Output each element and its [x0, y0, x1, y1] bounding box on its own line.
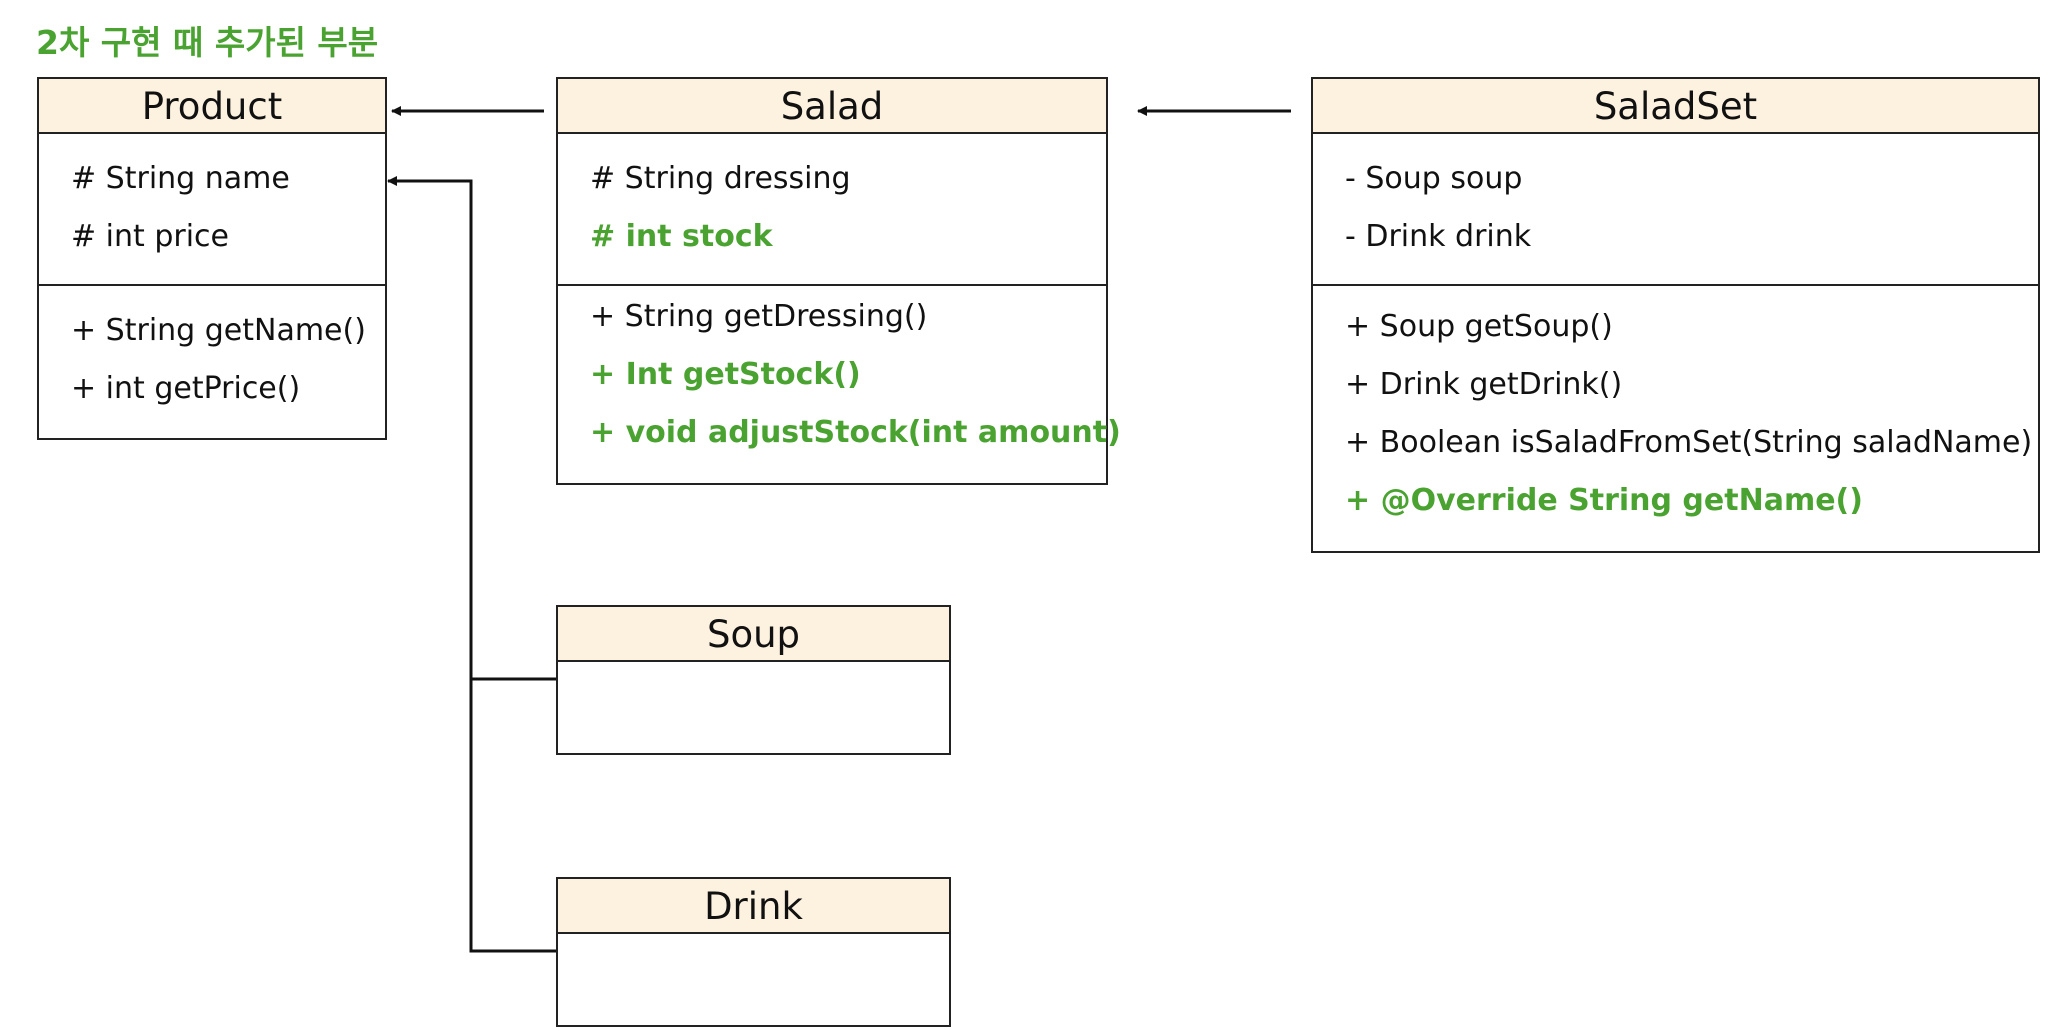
- product-attr-price: # int price: [71, 219, 229, 254]
- legend-note: 2차 구현 때 추가된 부분: [36, 23, 379, 62]
- class-product: Product # String name # int price + Stri…: [37, 77, 387, 440]
- class-drink: Drink: [556, 877, 951, 1027]
- class-saladset-name: SaladSet: [1313, 79, 2038, 134]
- saladset-method-getname-override: + @Override String getName(): [1345, 483, 1863, 518]
- saladset-method-getsoup: + Soup getSoup(): [1345, 309, 1613, 344]
- saladset-divider: [1313, 284, 2038, 286]
- class-soup-name: Soup: [558, 607, 949, 662]
- salad-method-getstock: + Int getStock(): [590, 357, 861, 392]
- product-attr-name: # String name: [71, 161, 290, 196]
- saladset-method-getdrink: + Drink getDrink(): [1345, 367, 1623, 402]
- class-salad-name: Salad: [558, 79, 1106, 134]
- saladset-attr-soup: - Soup soup: [1345, 161, 1523, 196]
- salad-attr-dressing: # String dressing: [590, 161, 851, 196]
- salad-divider: [558, 284, 1106, 286]
- product-method-getname: + String getName(): [71, 313, 366, 348]
- class-drink-name: Drink: [558, 879, 949, 934]
- class-soup: Soup: [556, 605, 951, 755]
- salad-method-adjuststock: + void adjustStock(int amount): [590, 415, 1121, 450]
- arrow-soup-drink-to-product: [387, 176, 556, 953]
- class-salad: Salad # String dressing # int stock + St…: [556, 77, 1121, 485]
- saladset-attr-drink: - Drink drink: [1345, 219, 1532, 254]
- product-method-getprice: + int getPrice(): [71, 371, 301, 406]
- salad-method-getdressing: + String getDressing(): [590, 299, 928, 334]
- class-product-name: Product: [39, 79, 385, 134]
- saladset-method-issaladfromset: + Boolean isSaladFromSet(String saladNam…: [1345, 425, 2033, 460]
- product-divider: [39, 284, 385, 286]
- salad-attr-stock: # int stock: [590, 219, 773, 254]
- class-saladset: SaladSet - Soup soup - Drink drink + Sou…: [1311, 77, 2040, 553]
